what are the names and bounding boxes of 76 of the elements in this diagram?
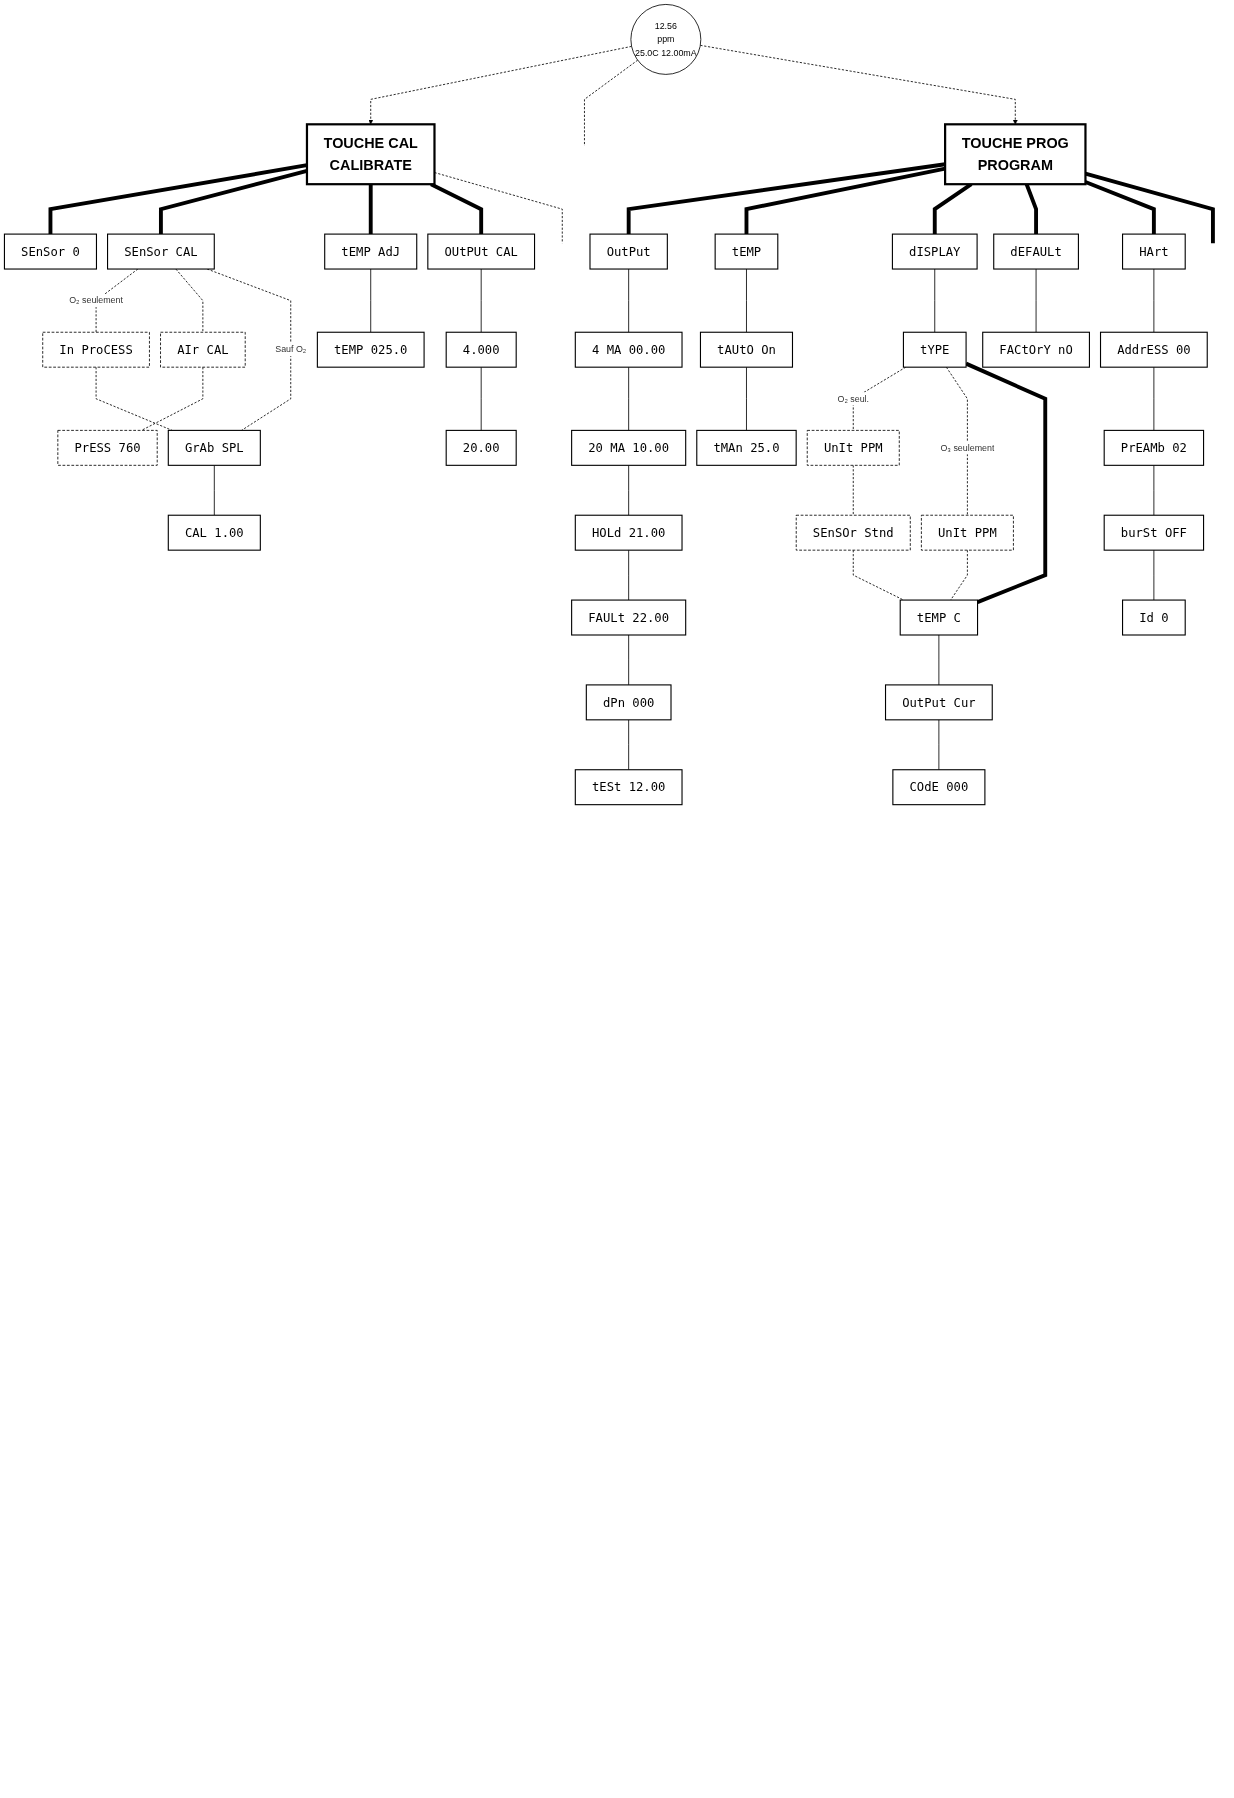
- connector: [950, 549, 968, 601]
- node-box: 4.000: [445, 331, 517, 368]
- connector: [213, 464, 215, 516]
- connector: [744, 166, 946, 235]
- connector: [1153, 549, 1155, 601]
- node-box: burSt OFF: [1103, 514, 1205, 551]
- node-box: dPn 000: [585, 684, 672, 721]
- node-box: Id 0: [1122, 599, 1186, 636]
- node-box: 20 MA 10.00: [571, 429, 687, 466]
- connector: [1153, 366, 1155, 431]
- node-box: TOUCHE CAL CALIBRATE: [305, 123, 436, 186]
- connector: [1084, 180, 1156, 235]
- node-box: dISPLAY: [891, 233, 978, 270]
- connector: [584, 59, 639, 147]
- node-box: SEnSor 0: [3, 233, 98, 270]
- connector: [480, 268, 482, 333]
- node-box: FACtOrY nO: [982, 331, 1090, 368]
- node-box: tMAn 25.0: [696, 429, 797, 466]
- connector: [430, 182, 484, 235]
- node-box: COdE 000: [892, 769, 986, 806]
- connector: [1084, 171, 1215, 244]
- node-box: PrESS 760: [57, 429, 158, 466]
- node-box: tESt 12.00: [574, 769, 683, 806]
- connector: [628, 464, 630, 516]
- connector: [628, 366, 630, 431]
- node-box: HArt: [1122, 233, 1186, 270]
- node-box: In ProCESS: [42, 331, 150, 368]
- node-box: OUtPUt CAL: [427, 233, 536, 270]
- node-circle: 12.56 ppm 25.0C 12.00mA: [630, 4, 702, 75]
- connector: [628, 634, 630, 686]
- node-box: AIr CAL: [160, 331, 246, 368]
- node-box: tEMP 025.0: [316, 331, 425, 368]
- connector: [938, 719, 940, 771]
- connector: [368, 184, 373, 235]
- node-box: tYPE: [902, 331, 967, 368]
- connector: [1153, 464, 1155, 516]
- node-box: dEFAULt: [993, 233, 1079, 270]
- node-box: PrEAMb 02: [1103, 429, 1205, 466]
- node-box: tAUtO On: [699, 331, 794, 368]
- edge-label: O₂ seulement: [69, 295, 123, 306]
- connector: [628, 549, 630, 601]
- node-box: OutPut Cur: [884, 684, 993, 721]
- node-box: tEMP: [714, 233, 779, 270]
- edge-label: O₃ seulement: [940, 442, 995, 453]
- node-box: 20.00: [445, 429, 517, 466]
- node-box: tEMP AdJ: [324, 233, 418, 270]
- connector: [1035, 268, 1037, 333]
- connector: [480, 366, 482, 431]
- node-box: OutPut: [589, 233, 668, 270]
- connector: [852, 549, 905, 601]
- node-box: TOUCHE PROG PROGRAM: [944, 123, 1087, 186]
- edge-label: O₂ seul.: [837, 393, 870, 404]
- node-box: 4 MA 00.00: [574, 331, 683, 368]
- connector: [746, 366, 747, 431]
- connector: [746, 268, 747, 333]
- node-box: GrAb SPL: [167, 429, 261, 466]
- node-box: tEMP C: [899, 599, 979, 636]
- node-box: SEnSor CAL: [107, 233, 215, 270]
- connector: [141, 366, 204, 431]
- node-box: AddrESS 00: [1099, 331, 1208, 368]
- node-box: SEnSOr Stnd: [795, 514, 911, 551]
- node-box: UnIt PPM: [920, 514, 1014, 551]
- edge-label: Sauf O₂: [275, 344, 307, 355]
- connector: [852, 464, 854, 516]
- node-box: HOLd 21.00: [574, 514, 683, 551]
- node-box: CAL 1.00: [167, 514, 261, 551]
- connector: [95, 366, 173, 431]
- connector: [370, 268, 372, 333]
- connector: [938, 634, 940, 686]
- node-box: UnIt PPM: [806, 429, 900, 466]
- connector: [626, 162, 946, 235]
- connector: [934, 268, 936, 333]
- connector: [628, 268, 630, 333]
- connector: [1153, 268, 1155, 333]
- connector: [628, 719, 630, 771]
- node-box: FAULt 22.00: [571, 599, 687, 636]
